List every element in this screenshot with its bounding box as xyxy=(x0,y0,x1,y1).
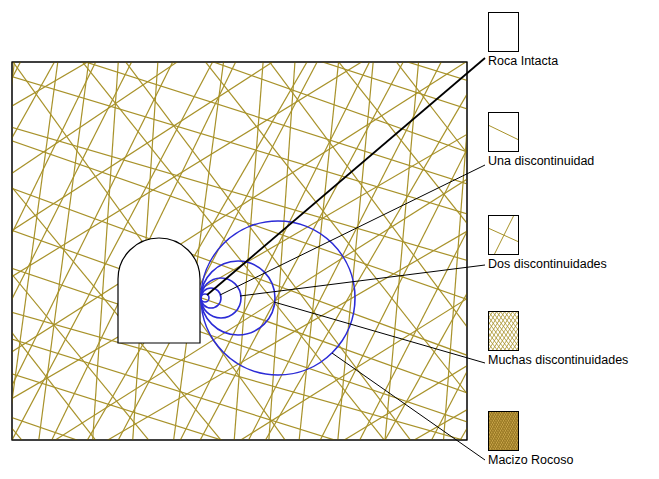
joint-line xyxy=(27,62,418,440)
sample-label: Dos discontinuidades xyxy=(488,258,607,272)
joint-line xyxy=(512,311,519,351)
sample-box: Dos discontinuidades xyxy=(488,215,519,255)
joint-line xyxy=(12,62,427,440)
joint-line xyxy=(172,62,468,436)
joint-line xyxy=(12,62,467,323)
joint-line xyxy=(455,62,467,440)
joint-line xyxy=(12,62,317,440)
sample-box: Una discontinuidad xyxy=(488,112,519,152)
joint-line xyxy=(12,108,283,440)
joint-line xyxy=(12,62,467,156)
sample-hatch xyxy=(488,411,519,451)
tunnel-section xyxy=(118,238,200,343)
sample-box: Macizo Rocoso xyxy=(488,411,519,451)
rock-mass-frame xyxy=(12,62,467,440)
joint-line xyxy=(51,62,467,440)
joint-line xyxy=(12,62,467,276)
joint-line xyxy=(424,62,467,440)
joint-line xyxy=(12,62,401,440)
leader-line xyxy=(332,353,485,460)
scale-circle xyxy=(201,261,275,335)
leader-line xyxy=(274,302,485,363)
sample-patterns xyxy=(488,125,519,255)
joint-line xyxy=(50,290,467,440)
joint-line xyxy=(12,62,467,388)
joint-line xyxy=(508,311,519,351)
scale-circle xyxy=(201,221,355,375)
leader-line xyxy=(220,165,485,295)
joint-line xyxy=(217,62,281,440)
joint-line xyxy=(488,311,518,351)
leader-line xyxy=(207,58,485,295)
joint-line xyxy=(12,62,467,72)
joint-line xyxy=(508,311,519,351)
sample-joint xyxy=(488,125,519,140)
leader-lines xyxy=(207,58,485,460)
joint-line xyxy=(216,62,467,381)
joint-line xyxy=(12,62,357,440)
joint-line xyxy=(12,62,45,440)
joint-line xyxy=(12,62,299,440)
joint-line xyxy=(488,411,503,451)
joint-line xyxy=(12,62,467,231)
joint-line xyxy=(12,62,347,440)
discontinuity-lines xyxy=(12,62,467,440)
joint-line xyxy=(65,329,467,440)
joint-line xyxy=(12,62,467,360)
sample-label: Muchas discontinuidades xyxy=(488,354,628,368)
joint-line xyxy=(363,62,437,440)
sample-label: Macizo Rocoso xyxy=(488,454,573,468)
joint-line xyxy=(12,62,418,440)
joint-line xyxy=(12,62,467,440)
sample-box: Muchas discontinuidades xyxy=(488,311,519,351)
joint-line xyxy=(97,62,467,440)
joint-line xyxy=(12,62,467,440)
joint-line xyxy=(12,165,467,440)
joint-line xyxy=(511,411,520,451)
scale-circles xyxy=(201,221,355,375)
joint-line xyxy=(12,255,467,440)
sample-label: Una discontinuidad xyxy=(488,155,594,169)
joint-line xyxy=(12,217,467,441)
joint-line xyxy=(12,202,467,440)
joint-line xyxy=(253,62,311,440)
joint-line xyxy=(12,145,210,440)
joint-line xyxy=(324,62,467,334)
sample-label: Roca Intacta xyxy=(488,55,558,69)
sample-joint xyxy=(494,215,514,255)
joint-line xyxy=(12,62,121,440)
joint-line xyxy=(12,62,404,142)
sample-hatch xyxy=(488,311,519,351)
joint-line xyxy=(12,271,467,441)
joint-line xyxy=(12,62,467,440)
joint-line xyxy=(512,311,519,351)
joint-line xyxy=(12,62,467,252)
joint-line xyxy=(397,66,467,441)
leader-line xyxy=(240,265,485,296)
joint-line xyxy=(12,62,467,259)
joint-line xyxy=(275,62,362,440)
joint-line xyxy=(12,62,467,440)
joint-line xyxy=(78,62,135,440)
sample-box: Roca Intacta xyxy=(488,12,519,52)
rock-mass-border xyxy=(12,62,467,440)
joint-line xyxy=(12,122,467,440)
